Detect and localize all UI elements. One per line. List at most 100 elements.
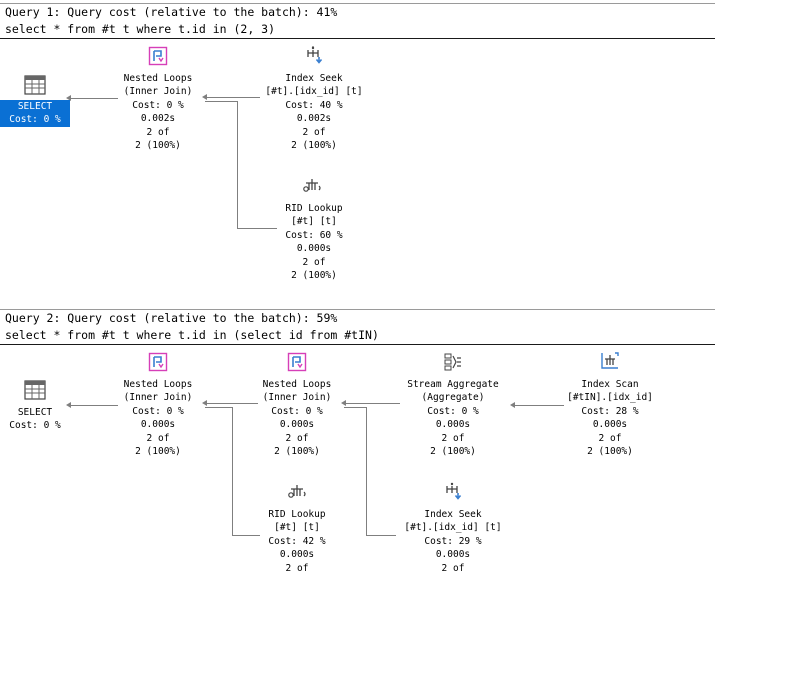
stream-aggregate-icon — [444, 353, 461, 371]
node-cost: Cost: 28 % — [581, 405, 639, 417]
node-rows-estimate: 2 (100%) — [135, 140, 181, 152]
node-rows-actual: 2 of — [146, 126, 170, 138]
node-time: 0.000s — [296, 243, 332, 255]
node-subtitle: [#tIN].[idx_id] — [567, 392, 653, 404]
node-time: 0.000s — [592, 419, 628, 431]
node-cost: Cost: 40 % — [285, 99, 343, 111]
q2-edge-select-nla — [70, 405, 118, 406]
q1-edge-arrow — [66, 95, 71, 101]
q2-nested-loops-b-node[interactable]: Nested Loops (Inner Join) Cost: 0 % 0.00… — [232, 378, 362, 458]
q2-edge-nlb-seek-c — [366, 535, 396, 536]
node-rows-actual: 2 of — [441, 432, 465, 444]
query2-cost-line: Query 2: Query cost (relative to the bat… — [5, 311, 338, 325]
node-rows-actual: 2 of — [302, 256, 326, 268]
node-rows-estimate: 2 (100%) — [291, 140, 337, 152]
node-cost: Cost: 60 % — [285, 229, 343, 241]
node-time: 0.002s — [140, 113, 176, 125]
node-rows-actual: 2 of — [285, 432, 309, 444]
node-rows-actual: 2 of — [146, 432, 170, 444]
node-cost: Cost: 42 % — [268, 535, 326, 547]
index-scan-icon — [601, 352, 619, 369]
q1-select-cost: Cost: 0 % — [9, 114, 61, 126]
q2-index-scan-node[interactable]: Index Scan [#tIN].[idx_id] Cost: 28 % 0.… — [545, 378, 675, 458]
select-plan-icon — [24, 380, 46, 400]
q2-rid-lookup-node[interactable]: RID Lookup [#t] [t] Cost: 42 % 0.000s 2 … — [232, 508, 362, 575]
node-title: Index Seek — [285, 73, 343, 84]
query1-cost-line: Query 1: Query cost (relative to the bat… — [5, 5, 338, 19]
query2-header: Query 2: Query cost (relative to the bat… — [0, 309, 715, 345]
q2-edge-nla-rid-a — [205, 407, 232, 408]
node-subtitle: [#t] [t] — [291, 216, 337, 228]
q1-nested-loops-node[interactable]: Nested Loops (Inner Join) Cost: 0 % 0.00… — [93, 72, 223, 152]
query1-sql-line: select * from #t t where t.id in (2, 3) — [5, 22, 276, 36]
node-rows-actual: 2 of — [285, 562, 309, 574]
node-subtitle: [#t].[idx_id] [t] — [265, 86, 363, 98]
q2-edge-nlb-seek-b — [366, 407, 367, 535]
q1-select-label: SELECT — [17, 101, 53, 112]
select-plan-icon — [24, 75, 46, 95]
q2-edge-arrow — [341, 400, 346, 406]
node-subtitle: [#t].[idx_id] [t] — [404, 522, 502, 534]
q2-edge-agg-scan — [514, 405, 564, 406]
node-rows-estimate: 2 (100%) — [274, 446, 320, 458]
node-time: 0.000s — [279, 549, 315, 561]
q1-edge-nl-rid-a — [205, 101, 237, 102]
q2-edge-arrow — [66, 402, 71, 408]
query2-sql-line: select * from #t t where t.id in (select… — [5, 328, 379, 342]
q2-edge-nla-rid-b — [232, 407, 233, 535]
q1-edge-nl-rid-b — [237, 101, 238, 228]
node-time: 0.000s — [140, 419, 176, 431]
node-title: Nested Loops — [123, 379, 193, 390]
node-subtitle: (Inner Join) — [123, 86, 193, 98]
q1-edge-arrow — [202, 94, 207, 100]
node-title: RID Lookup — [285, 203, 343, 214]
q1-edge-nl-rid-c — [237, 228, 277, 229]
q2-select-label: SELECT — [17, 407, 53, 418]
node-rows-actual: 2 of — [441, 562, 465, 574]
index-seek-icon — [307, 46, 323, 64]
node-cost: Cost: 29 % — [424, 535, 482, 547]
node-cost: Cost: 0 % — [132, 405, 184, 417]
node-rows-actual: 2 of — [302, 126, 326, 138]
q2-nested-loops-a-node[interactable]: Nested Loops (Inner Join) Cost: 0 % 0.00… — [93, 378, 223, 458]
node-rows-estimate: 2 (100%) — [291, 270, 337, 282]
node-time: 0.000s — [435, 419, 471, 431]
q2-edge-arrow — [510, 402, 515, 408]
node-cost: Cost: 0 % — [132, 99, 184, 111]
q2-edge-nlb-seek-a — [344, 407, 366, 408]
rid-lookup-icon — [303, 179, 321, 192]
q2-select-cost: Cost: 0 % — [9, 420, 61, 432]
q1-edge-nl-seek — [205, 97, 260, 98]
q1-index-seek-node[interactable]: Index Seek [#t].[idx_id] [t] Cost: 40 % … — [249, 72, 379, 152]
node-rows-estimate: 2 (100%) — [135, 446, 181, 458]
node-title: Index Scan — [581, 379, 639, 390]
node-time: 0.000s — [279, 419, 315, 431]
node-subtitle: [#t] [t] — [274, 522, 320, 534]
nested-loops-icon — [287, 352, 307, 372]
node-title: Index Seek — [424, 509, 482, 520]
q2-edge-nlb-agg — [344, 403, 400, 404]
node-time: 0.000s — [435, 549, 471, 561]
node-cost: Cost: 0 % — [271, 405, 323, 417]
q2-select-node[interactable]: SELECT Cost: 0 % — [0, 406, 70, 433]
q2-stream-aggregate-node[interactable]: Stream Aggregate (Aggregate) Cost: 0 % 0… — [388, 378, 518, 458]
node-title: Stream Aggregate — [407, 379, 499, 390]
q2-edge-arrow — [202, 400, 207, 406]
q2-index-seek-node[interactable]: Index Seek [#t].[idx_id] [t] Cost: 29 % … — [388, 508, 518, 575]
node-rows-estimate: 2 (100%) — [430, 446, 476, 458]
node-title: RID Lookup — [268, 509, 326, 520]
node-rows-estimate: 2 (100%) — [587, 446, 633, 458]
node-subtitle: (Inner Join) — [123, 392, 193, 404]
node-title: Nested Loops — [262, 379, 332, 390]
node-cost: Cost: 0 % — [427, 405, 479, 417]
query1-header: Query 1: Query cost (relative to the bat… — [0, 3, 715, 39]
node-rows-actual: 2 of — [598, 432, 622, 444]
node-title: Nested Loops — [123, 73, 193, 84]
nested-loops-icon — [148, 352, 168, 372]
q1-edge-select-nl — [70, 98, 118, 99]
q1-rid-lookup-node[interactable]: RID Lookup [#t] [t] Cost: 60 % 0.000s 2 … — [249, 202, 379, 282]
index-seek-icon — [446, 482, 462, 500]
node-subtitle: (Aggregate) — [421, 392, 485, 404]
rid-lookup-icon — [288, 485, 306, 498]
q1-select-node[interactable]: SELECT Cost: 0 % — [0, 100, 70, 127]
